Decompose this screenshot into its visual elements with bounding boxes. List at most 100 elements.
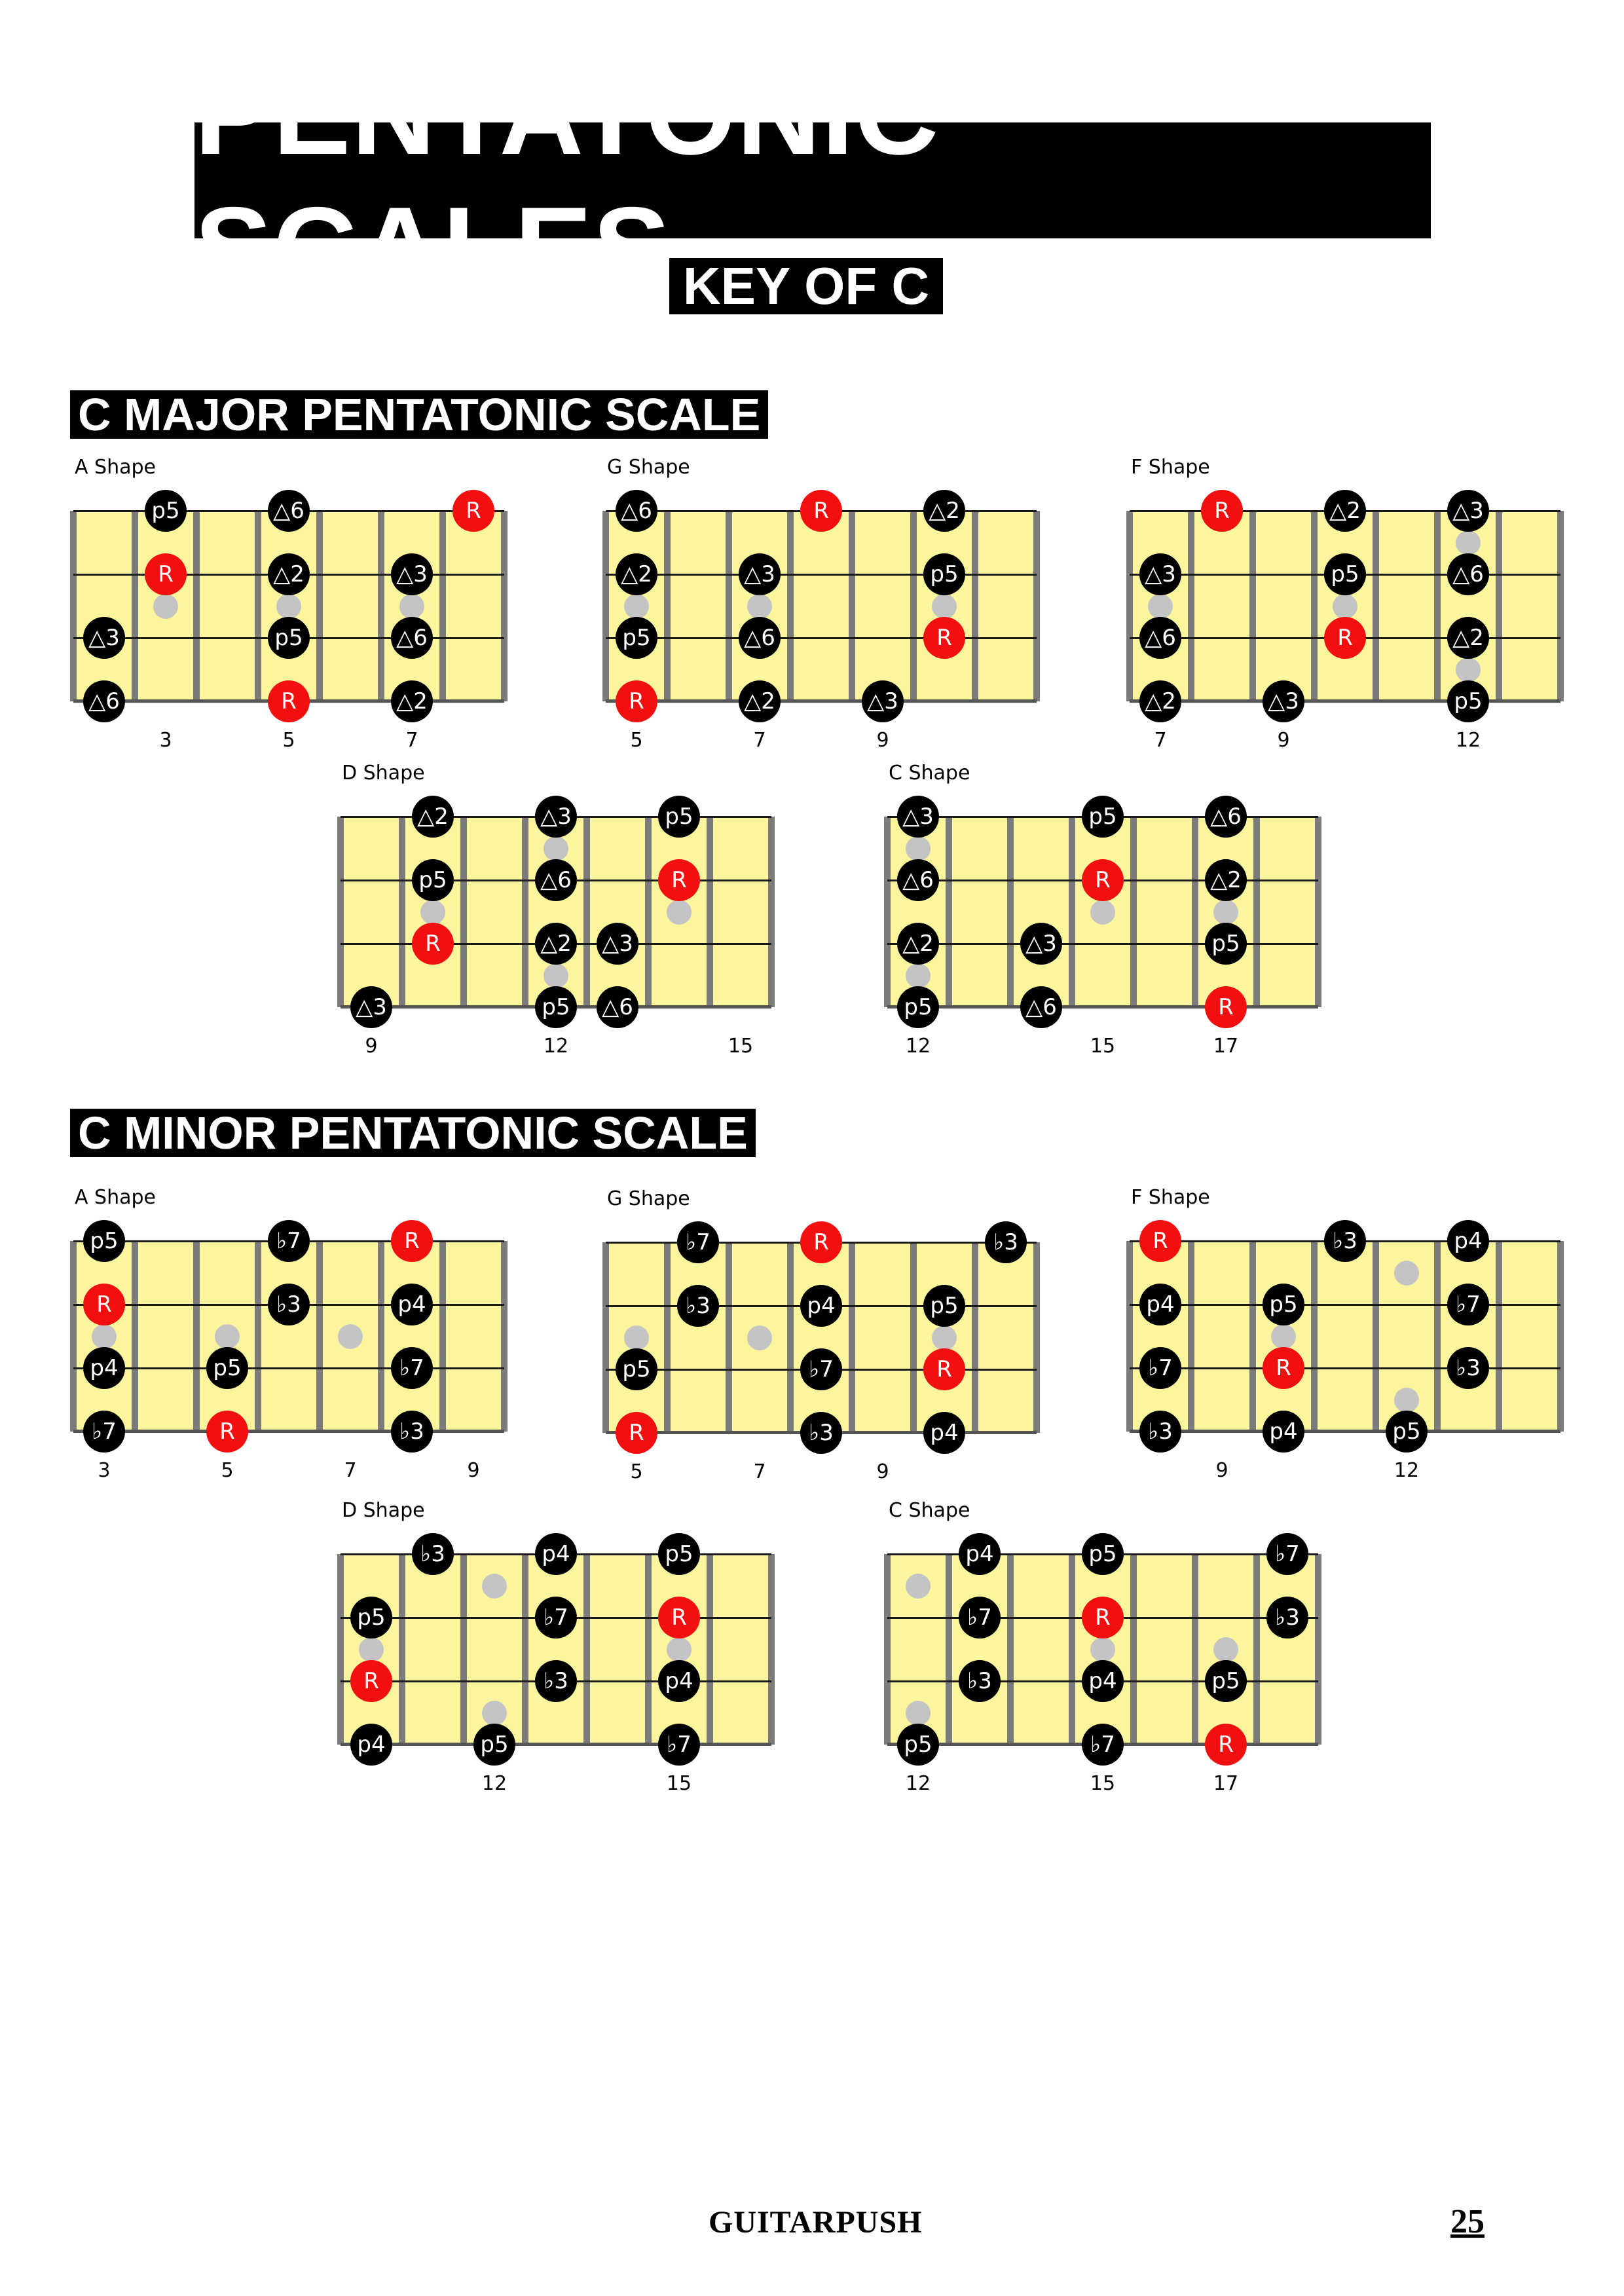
position-marker (667, 1637, 692, 1662)
fret-wire (1007, 817, 1014, 1007)
scale-note-dot: ♭7 (959, 1597, 1001, 1639)
scale-note-dot: △6 (1020, 986, 1062, 1028)
fret-wire (522, 817, 528, 1007)
scale-note-dot: △3 (1263, 680, 1304, 722)
scale-note-dot: △3 (83, 617, 125, 659)
fret-wire (1188, 511, 1194, 701)
shape-name: F Shape (1131, 1186, 1210, 1209)
scale-note-dot: p4 (959, 1533, 1001, 1575)
root-note-dot: R (350, 1660, 392, 1702)
scale-note-dot: △2 (535, 923, 577, 965)
scale-note-dot: ♭3 (1324, 1220, 1366, 1262)
fret-wire (768, 1554, 775, 1745)
fret-number: 17 (1213, 1772, 1239, 1795)
fret-number: 9 (365, 1035, 378, 1058)
position-marker (667, 899, 692, 925)
fret-wire (1557, 1241, 1564, 1432)
fret-wire (645, 1554, 652, 1745)
fret-wire (399, 817, 405, 1007)
fret-wire (378, 1241, 384, 1432)
fret-wire (399, 1554, 405, 1745)
position-marker (215, 1324, 240, 1349)
scale-note-dot: p5 (658, 1533, 700, 1575)
fret-wire (1130, 817, 1137, 1007)
fret-wire (946, 817, 952, 1007)
string-line (73, 1367, 504, 1369)
position-marker (932, 593, 957, 619)
fret-number: 12 (543, 1035, 569, 1058)
shape-name: G Shape (607, 1187, 690, 1210)
scale-note-dot: ♭7 (1447, 1284, 1489, 1325)
scale-note-dot: ♭7 (1082, 1724, 1124, 1766)
scale-note-dot: △2 (1205, 859, 1247, 901)
scale-note-dot: △3 (597, 923, 638, 965)
fret-wire (726, 1242, 732, 1433)
string-line (606, 637, 1037, 639)
root-note-dot: R (923, 1348, 965, 1390)
root-note-dot: R (83, 1284, 125, 1325)
page-number: 25 (1450, 2203, 1485, 2240)
fret-wire (707, 817, 713, 1007)
shape-name: D Shape (342, 762, 425, 785)
root-note-dot: R (923, 617, 965, 659)
fret-wire (583, 817, 590, 1007)
scale-note-dot: p5 (1447, 680, 1489, 722)
scale-note-dot: ♭7 (535, 1597, 577, 1639)
string-line (606, 699, 1037, 703)
scale-note-dot: △2 (391, 680, 433, 722)
root-note-dot: R (658, 1597, 700, 1639)
scale-note-dot: p5 (897, 1724, 939, 1766)
position-marker (747, 593, 772, 619)
scale-note-dot: ♭3 (985, 1221, 1027, 1263)
fret-wire (972, 1242, 978, 1433)
fret-number: 9 (876, 729, 889, 752)
scale-note-dot: p5 (923, 553, 965, 595)
scale-note-dot: △6 (897, 859, 939, 901)
fret-wire (1311, 1241, 1318, 1432)
fret-wire (1253, 1554, 1260, 1745)
fret-wire (255, 1241, 261, 1432)
position-marker (1333, 593, 1357, 619)
position-marker (153, 593, 178, 619)
scale-note-dot: ♭7 (1266, 1533, 1308, 1575)
fret-wire (337, 817, 344, 1007)
scale-note-dot: p5 (1082, 1533, 1124, 1575)
position-marker (1456, 657, 1481, 682)
fret-number: 9 (467, 1459, 480, 1482)
scale-note-dot: △6 (739, 617, 781, 659)
position-marker (1213, 1637, 1238, 1662)
fret-wire (1007, 1554, 1014, 1745)
string-line (887, 1005, 1318, 1009)
scale-note-dot: ♭3 (268, 1284, 310, 1325)
position-marker (1394, 1260, 1419, 1286)
position-marker (544, 836, 568, 861)
scale-note-dot: p5 (268, 617, 310, 659)
root-note-dot: R (1201, 490, 1243, 532)
root-note-dot: R (800, 1221, 842, 1263)
fret-number: 15 (1090, 1772, 1116, 1795)
scale-note-dot: △2 (897, 923, 939, 965)
scale-note-dot: p5 (535, 986, 577, 1028)
root-note-dot: R (616, 1412, 657, 1454)
fret-number: 3 (159, 729, 172, 752)
shape-name: F Shape (1131, 456, 1210, 479)
scale-note-dot: △3 (897, 796, 939, 838)
position-marker (544, 963, 568, 988)
fret-wire (460, 1554, 467, 1745)
fret-wire (132, 1241, 138, 1432)
position-marker (1456, 530, 1481, 555)
fret-wire (787, 511, 794, 701)
fret-wire (316, 511, 323, 701)
position-marker (906, 836, 931, 861)
scale-note-dot: p5 (1324, 553, 1366, 595)
fret-wire (1434, 1241, 1441, 1432)
scale-note-dot: p5 (1205, 1660, 1247, 1702)
fret-number: 17 (1213, 1035, 1239, 1058)
scale-note-dot: △3 (862, 680, 904, 722)
